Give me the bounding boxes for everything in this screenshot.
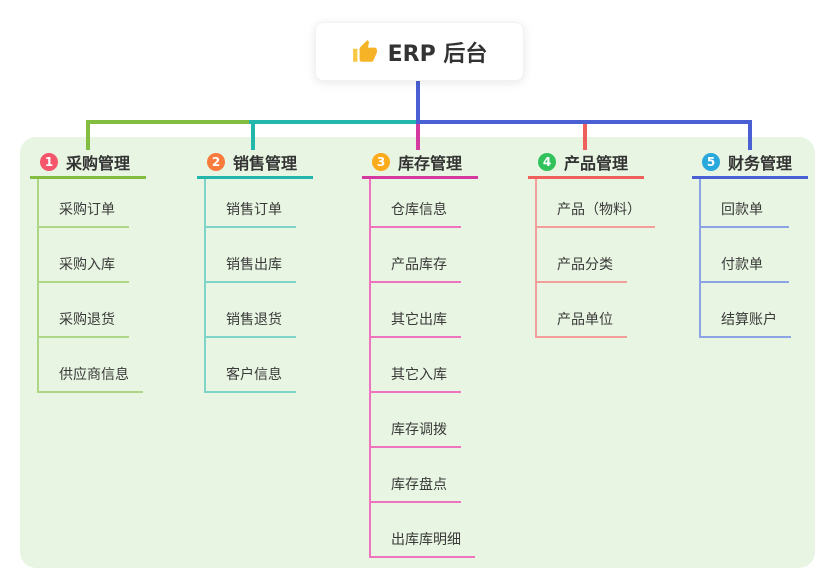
- branch-finance: 5 财务管理 回款单 付款单 结算账户: [692, 150, 808, 338]
- child-node[interactable]: 产品（物料）: [537, 179, 655, 228]
- child-node[interactable]: 采购订单: [39, 179, 129, 228]
- branch-header-sales[interactable]: 2 销售管理: [197, 150, 313, 179]
- branch-badge: 1: [40, 152, 58, 171]
- child-node[interactable]: 客户信息: [206, 338, 296, 393]
- branch-inventory: 3 库存管理 仓库信息 产品库存 其它出库 其它入库 库存调拨 库存盘点 出库库…: [362, 150, 478, 558]
- child-node[interactable]: 回款单: [701, 179, 789, 228]
- thumbs-up-icon: [352, 39, 377, 62]
- drop-connector-purchase: [86, 120, 90, 150]
- child-node[interactable]: 库存调拨: [371, 393, 461, 448]
- branch-children: 产品（物料） 产品分类 产品单位: [535, 179, 655, 338]
- branch-children: 仓库信息 产品库存 其它出库 其它入库 库存调拨 库存盘点 出库库明细: [369, 179, 475, 558]
- branch-label: 库存管理: [398, 153, 463, 173]
- branch-badge: 2: [207, 152, 225, 171]
- branch-children: 销售订单 销售出库 销售退货 客户信息: [204, 179, 296, 393]
- branch-badge: 4: [538, 152, 556, 171]
- branch-header-purchase[interactable]: 1 采购管理: [30, 150, 146, 179]
- branch-children: 回款单 付款单 结算账户: [699, 179, 791, 338]
- bus-connector-sales: [249, 120, 420, 124]
- child-node[interactable]: 供应商信息: [39, 338, 143, 393]
- child-node[interactable]: 结算账户: [701, 283, 791, 338]
- branch-badge: 5: [702, 152, 720, 171]
- drop-connector-sales: [251, 120, 255, 150]
- branch-header-product[interactable]: 4 产品管理: [528, 150, 644, 179]
- branch-header-finance[interactable]: 5 财务管理: [692, 150, 808, 179]
- child-node[interactable]: 出库库明细: [371, 503, 475, 558]
- child-node[interactable]: 产品库存: [371, 228, 461, 283]
- branch-label: 采购管理: [66, 153, 131, 173]
- branch-product: 4 产品管理 产品（物料） 产品分类 产品单位: [528, 150, 655, 338]
- child-node[interactable]: 采购退货: [39, 283, 129, 338]
- root-node[interactable]: ERP 后台: [315, 22, 524, 81]
- branch-header-inventory[interactable]: 3 库存管理: [362, 150, 478, 179]
- child-node[interactable]: 仓库信息: [371, 179, 461, 228]
- bus-connector-purchase: [86, 120, 255, 124]
- bus-connector-finance: [416, 120, 752, 124]
- branch-label: 产品管理: [564, 153, 629, 173]
- child-node[interactable]: 销售出库: [206, 228, 296, 283]
- drop-connector-product: [583, 124, 587, 150]
- child-node[interactable]: 采购入库: [39, 228, 129, 283]
- branch-badge: 3: [372, 152, 390, 171]
- root-label: ERP 后台: [387, 41, 488, 67]
- branch-label: 财务管理: [728, 153, 793, 173]
- child-node[interactable]: 销售订单: [206, 179, 296, 228]
- child-node[interactable]: 销售退货: [206, 283, 296, 338]
- branch-children: 采购订单 采购入库 采购退货 供应商信息: [37, 179, 143, 393]
- root-stem-connector: [416, 81, 420, 124]
- child-node[interactable]: 付款单: [701, 228, 789, 283]
- drop-connector-finance: [748, 120, 752, 150]
- child-node[interactable]: 库存盘点: [371, 448, 461, 503]
- child-node[interactable]: 产品单位: [537, 283, 627, 338]
- drop-connector-inventory: [416, 124, 420, 150]
- branch-label: 销售管理: [233, 153, 298, 173]
- branch-sales: 2 销售管理 销售订单 销售出库 销售退货 客户信息: [197, 150, 313, 393]
- child-node[interactable]: 其它出库: [371, 283, 461, 338]
- child-node[interactable]: 其它入库: [371, 338, 461, 393]
- branches-panel: [20, 137, 815, 568]
- child-node[interactable]: 产品分类: [537, 228, 627, 283]
- branch-purchase: 1 采购管理 采购订单 采购入库 采购退货 供应商信息: [30, 150, 146, 393]
